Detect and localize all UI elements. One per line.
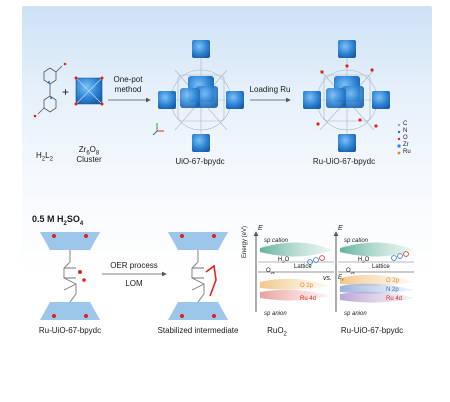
band-left-lattice: Lattice [294, 264, 312, 270]
ruo2-label: RuO2 [267, 326, 287, 338]
cluster-formula: Zr6O8 [78, 145, 100, 157]
zr6o8-cluster [74, 76, 104, 106]
legend-zr: Zr [403, 142, 409, 148]
ligand-label: H2L2 [36, 151, 53, 163]
band-right-o2p: O 2p [386, 278, 400, 284]
band-right-n2p: N 2p [386, 287, 399, 293]
ru-uio-bottom-label: Ru-UiO-67-bpydc [38, 326, 102, 335]
band-left-o2p: O 2p [300, 283, 314, 289]
mof2-label: Ru-UiO-67-bpydc [312, 157, 376, 166]
cluster-label: Cluster [76, 155, 102, 164]
legend-ru: Ru [403, 149, 411, 155]
legend-o: O [403, 135, 408, 141]
band-right-lattice: Lattice [372, 264, 390, 270]
band-right-ef: Ef [338, 275, 344, 283]
legend-n: N [403, 128, 408, 134]
element-legend-markers [397, 123, 401, 155]
ru-uio-67-bpydc-framework [303, 40, 390, 152]
band-left-sp-cation: sp cation [264, 238, 289, 244]
band-right-sp-anion: sp anion [344, 311, 367, 317]
band-right-h2o: H2O [358, 257, 370, 265]
lom-label: LOM [125, 279, 143, 288]
energy-axis-label: Energy (eV) [242, 225, 248, 258]
ru-uio-slab-structure [40, 232, 100, 320]
bpydc-ligand [33, 62, 67, 118]
loading-ru-label: Loading Ru [249, 85, 291, 94]
ru-uio-band-title: Ru-UiO-67-bpydc [340, 326, 404, 335]
band-left-sp-anion: sp anion [264, 311, 287, 317]
axes-icon [152, 123, 164, 136]
band-right-sp-cation: sp cation [344, 238, 369, 244]
uio-67-bpydc-framework [158, 40, 244, 152]
band-right-ru4d: Ru 4d [386, 296, 403, 302]
band-right-e: E [338, 225, 343, 232]
band-left-ru4d: Ru 4d [300, 296, 317, 302]
mof1-label: UiO-67-bpydc [175, 157, 225, 166]
stabilized-intermediate-structure [168, 232, 228, 320]
stabilized-intermediate-label: Stabilized intermediate [157, 326, 239, 335]
plus-sign: + [62, 85, 70, 99]
one-pot-label-2: method [114, 85, 142, 94]
band-left-e: E [258, 225, 263, 232]
one-pot-label-1: One-pot [113, 75, 143, 84]
band-left-ovs: Ovs [266, 268, 275, 276]
oer-process-label: OER process [110, 261, 158, 270]
band-right-ovs: Ovs [346, 268, 355, 276]
vs-label: vs. [323, 275, 332, 282]
band-diagram-ru-uio [333, 231, 414, 312]
condition-label: 0.5 M H2SO4 [32, 214, 84, 227]
legend-c: C [403, 121, 408, 127]
figure-panel [22, 6, 432, 394]
band-left-h2o: H2O [278, 257, 290, 265]
band-diagram-ruo2 [253, 231, 334, 312]
